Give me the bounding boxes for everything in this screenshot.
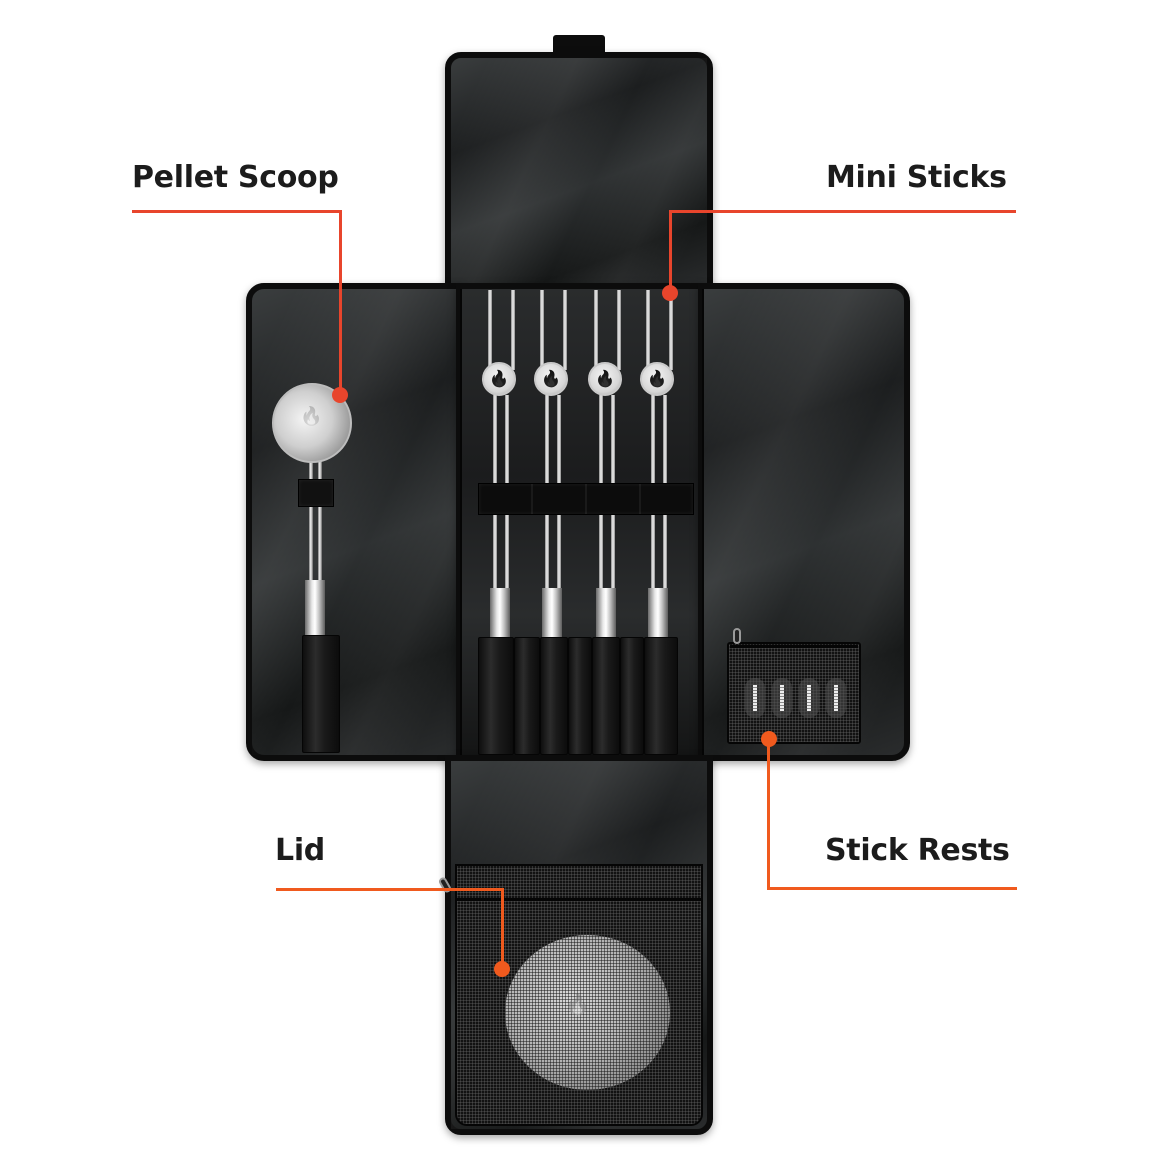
flame-icon: 🔥 <box>489 369 509 388</box>
callout-pellet-scoop-line-h <box>132 210 342 213</box>
flame-icon: 🔥 <box>565 992 590 1016</box>
callout-mini-sticks-line-v <box>669 210 672 292</box>
case-left-panel <box>246 283 462 761</box>
stick-sleeve <box>644 637 678 755</box>
callout-pellet-scoop-dot <box>332 387 348 403</box>
stick-ferrule <box>542 588 562 640</box>
mini-stick-head: 🔥 <box>588 362 622 396</box>
sticks-elastic-strap <box>478 483 694 515</box>
scoop-ferrule <box>305 580 325 640</box>
stick-prong <box>646 290 650 370</box>
stick-sleeve <box>478 637 514 755</box>
callout-lid-line-v <box>501 888 504 968</box>
stick-sleeve <box>514 637 540 755</box>
stick-ferrule <box>648 588 668 640</box>
callout-lid-label: Lid <box>275 833 325 868</box>
case-top-flap <box>445 52 713 292</box>
flame-icon: 🔥 <box>541 369 561 388</box>
stick-sleeve <box>568 637 592 755</box>
stick-rest <box>772 678 792 718</box>
stick-prong <box>669 290 673 370</box>
callout-stick-rests-line-v <box>767 738 770 890</box>
stick-sleeve <box>592 637 620 755</box>
stick-prong <box>540 290 544 370</box>
callout-stick-rests-line-h <box>767 887 1017 890</box>
stick-rests-zipper-pull[interactable] <box>733 628 741 644</box>
callout-pellet-scoop-label: Pellet Scoop <box>132 160 339 195</box>
flame-icon: 🔥 <box>300 406 323 427</box>
stick-rests-zipper[interactable] <box>730 645 858 648</box>
stick-prong <box>488 290 492 370</box>
stick-sleeve <box>620 637 644 755</box>
stick-rest <box>826 678 846 718</box>
stick-sleeve <box>540 637 568 755</box>
callout-lid-dot <box>494 961 510 977</box>
stick-ferrule <box>596 588 616 640</box>
stick-prong <box>617 290 621 370</box>
lid-mesh-overlay <box>505 935 670 1090</box>
fold-line-left <box>460 289 462 755</box>
mini-stick-head: 🔥 <box>534 362 568 396</box>
fold-line-right <box>702 289 704 755</box>
scoop-sleeve <box>302 635 340 753</box>
stick-rest <box>799 678 819 718</box>
stick-rest <box>745 678 765 718</box>
stick-ferrule <box>490 588 510 640</box>
flame-icon: 🔥 <box>595 369 615 388</box>
callout-mini-sticks-line-h <box>669 210 1016 213</box>
mini-stick-head: 🔥 <box>640 362 674 396</box>
callout-mini-sticks-label: Mini Sticks <box>826 160 1007 195</box>
scoop-handle-rod-2 <box>318 458 322 593</box>
mini-stick-head: 🔥 <box>482 362 516 396</box>
callout-stick-rests-label: Stick Rests <box>825 833 1010 868</box>
callout-lid-line-h <box>276 888 504 891</box>
stick-prong <box>594 290 598 370</box>
callout-pellet-scoop-line-v <box>339 210 342 394</box>
callout-mini-sticks-dot <box>662 285 678 301</box>
stick-prong <box>563 290 567 370</box>
lid-zipper[interactable] <box>457 898 701 901</box>
scoop-strap <box>298 479 334 507</box>
flame-icon: 🔥 <box>647 369 667 388</box>
stick-prong <box>511 290 515 370</box>
scoop-handle-rod <box>309 458 313 593</box>
